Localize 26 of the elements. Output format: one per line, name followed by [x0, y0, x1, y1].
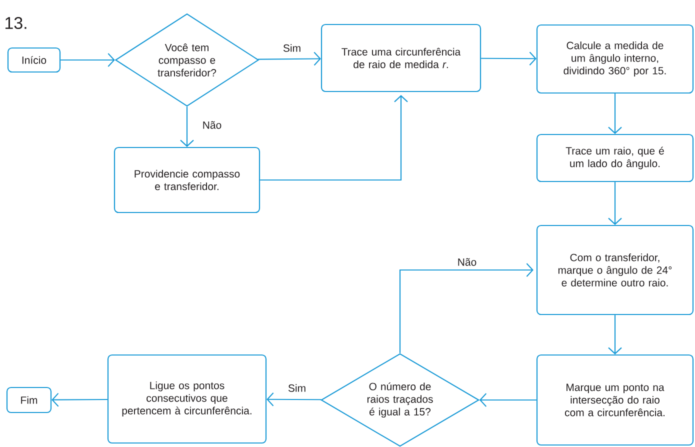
edge-label: Sim: [288, 384, 306, 392]
terminal-box: Fim: [6, 386, 52, 414]
arrow: [258, 52, 321, 66]
process-box: Ligue os pontos consecutivos que pertencem à circunferência.: [107, 354, 267, 444]
arrow: [399, 263, 534, 354]
process-box: Trace uma circunferência de raio de medida r.: [320, 24, 482, 92]
arrow: [608, 94, 622, 134]
arrow: [608, 182, 622, 225]
arrow: [52, 392, 108, 407]
arrow: [60, 53, 115, 67]
edge-label: Não: [458, 258, 476, 266]
arrow: [180, 106, 194, 147]
process-box: Trace um raio, que é um lado do ângulo.: [536, 134, 694, 182]
process-box: Providencie compasso e transferidor.: [114, 146, 260, 214]
process-box: Calcule a medida de um ângulo interno, dividindo 360° por 15.: [536, 24, 694, 94]
arrow: [260, 95, 408, 181]
process-box: Com o transferidor, marque o ângulo de 24° e determine outro raio.: [536, 224, 694, 316]
arrow: [266, 392, 322, 406]
edge-label: Não: [203, 121, 222, 129]
arrow: [479, 393, 536, 407]
terminal-box: Início: [7, 47, 61, 73]
title: 13.: [6, 16, 26, 30]
arrow: [481, 52, 536, 66]
process-box: Marque um ponto na intersecção do raio com a circunferência.: [536, 354, 694, 446]
arrow: [608, 315, 622, 354]
edge-label: Sim: [283, 44, 300, 52]
